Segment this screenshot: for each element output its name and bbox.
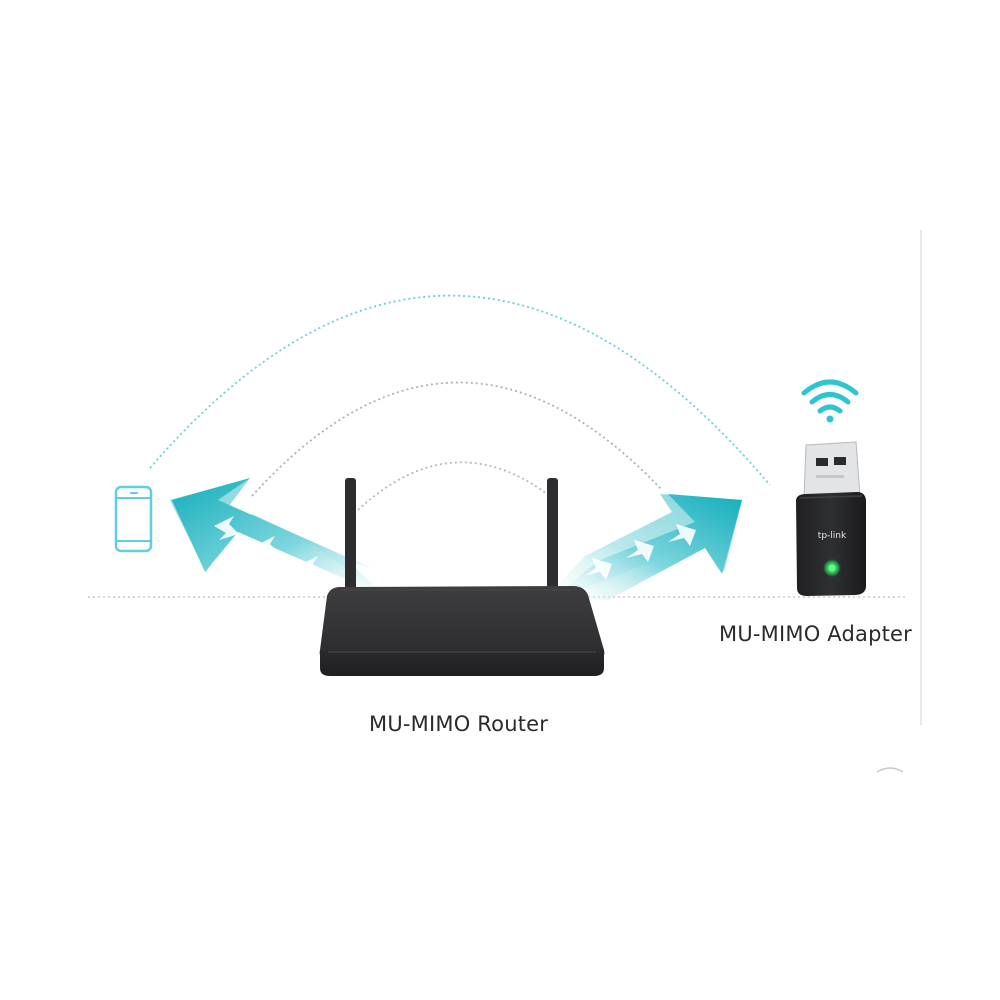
signal-arc-inner bbox=[357, 461, 556, 511]
router-device bbox=[319, 586, 605, 676]
router-antenna-left bbox=[345, 478, 356, 596]
usb-adapter-device: tp-link bbox=[796, 441, 866, 596]
arrow-to-phone bbox=[170, 478, 393, 604]
adapter-label: MU-MIMO Adapter bbox=[719, 622, 913, 646]
corner-arc-mark bbox=[876, 767, 904, 773]
adapter-brand-logo: tp-link bbox=[818, 531, 847, 541]
router-antenna-right bbox=[547, 478, 558, 596]
arrow-to-adapter bbox=[540, 494, 742, 604]
wifi-icon bbox=[801, 379, 859, 423]
signal-arc-outer bbox=[149, 294, 771, 486]
smartphone-icon bbox=[114, 485, 153, 553]
signal-arc-middle bbox=[251, 381, 663, 497]
router-label: MU-MIMO Router bbox=[369, 712, 549, 736]
